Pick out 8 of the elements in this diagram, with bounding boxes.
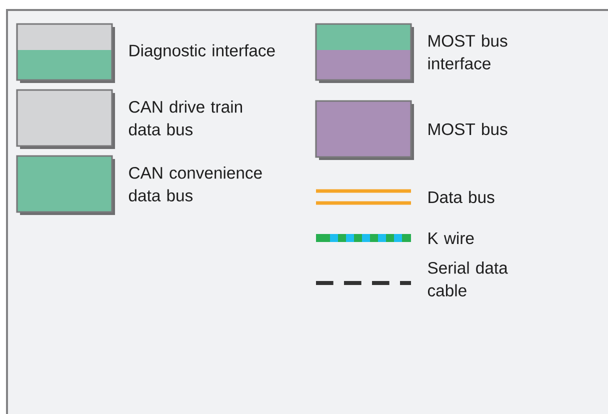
legend-label: CAN drive train data bus bbox=[128, 100, 242, 136]
legend-label: Diagnostic interface bbox=[130, 44, 275, 60]
legend-label: MOST bus interface bbox=[428, 34, 508, 70]
legend-label: Serial data cable bbox=[428, 262, 508, 296]
legend-label: Data bus bbox=[428, 190, 494, 204]
legend-label: K wire bbox=[428, 232, 474, 244]
legend-label: CAN convenience data bus bbox=[128, 166, 262, 202]
legend-label: MOST bus bbox=[428, 122, 508, 136]
